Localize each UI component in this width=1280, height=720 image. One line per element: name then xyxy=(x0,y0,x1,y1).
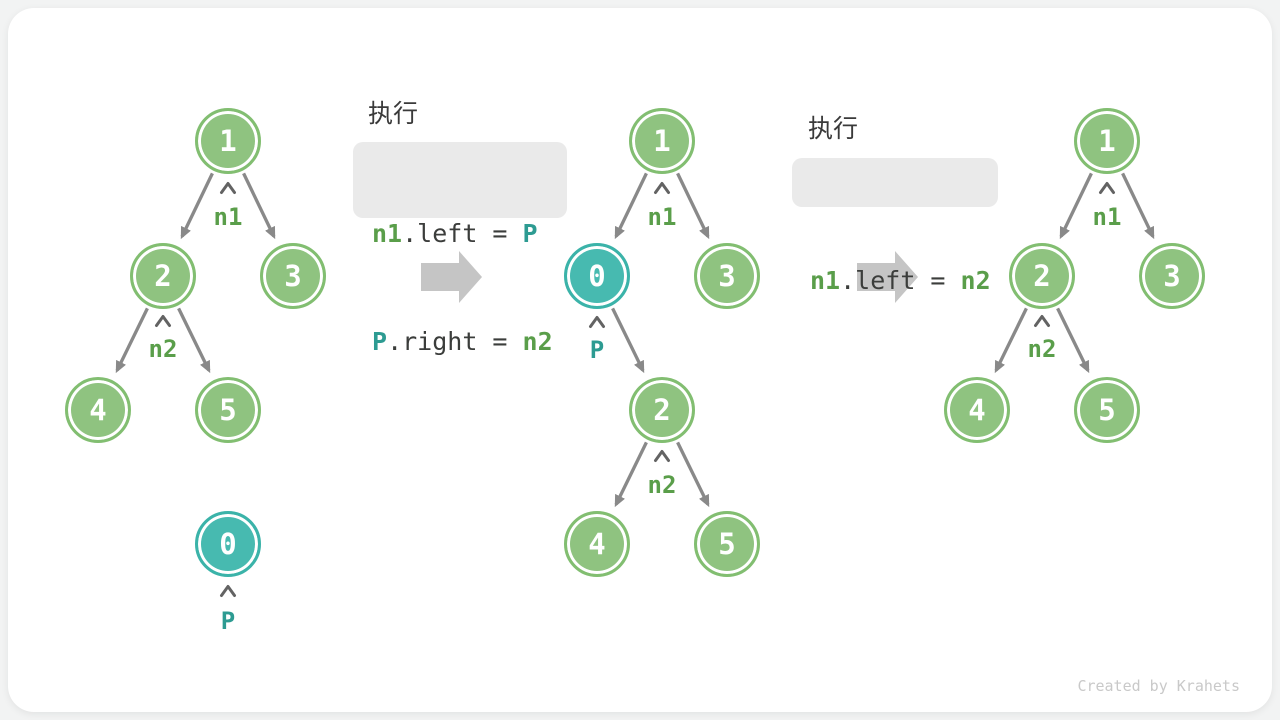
pointer-label-n1: n1 xyxy=(1092,203,1122,231)
right-tree-node-1: 1 xyxy=(1074,108,1140,174)
code-var-p: P xyxy=(372,327,388,356)
pointer-label-n2: n2 xyxy=(647,471,677,499)
pointer-label-n2: n2 xyxy=(148,335,178,363)
watermark: Created by Krahets xyxy=(1077,677,1240,695)
right-tree-node-5: 5 xyxy=(1074,377,1140,443)
left-tree-node-1: 1 xyxy=(195,108,261,174)
code-block-1: n1.left = P P.right = n2 xyxy=(353,142,567,356)
right-tree-node-4: 4 xyxy=(944,377,1010,443)
code-text: .left = xyxy=(402,219,523,248)
left-standalone-node-0: 0 xyxy=(195,511,261,577)
diagram-card xyxy=(8,8,1272,712)
code-text: .right = xyxy=(387,327,523,356)
exec-label-1: 执行 xyxy=(368,99,419,128)
code-text: .left = xyxy=(840,266,961,295)
code-line: P.right = n2 xyxy=(372,324,567,360)
middle-tree-node-5: 5 xyxy=(694,511,760,577)
code-var-n2: n2 xyxy=(522,327,553,356)
code-var-p: P xyxy=(522,219,538,248)
middle-tree-node-3: 3 xyxy=(694,243,760,309)
middle-tree-node-4: 4 xyxy=(564,511,630,577)
middle-tree-node-1: 1 xyxy=(629,108,695,174)
code-var-n1: n1 xyxy=(372,219,403,248)
code-line: n1.left = P xyxy=(372,216,567,252)
pointer-label-p: P xyxy=(589,336,605,364)
right-tree-node-3: 3 xyxy=(1139,243,1205,309)
exec-label-2: 执行 xyxy=(808,114,859,143)
pointer-label-p: P xyxy=(220,607,236,635)
left-tree-node-2: 2 xyxy=(130,243,196,309)
right-tree-node-2: 2 xyxy=(1009,243,1075,309)
left-tree-node-3: 3 xyxy=(260,243,326,309)
code-var-n1: n1 xyxy=(810,266,841,295)
pointer-label-n2: n2 xyxy=(1027,335,1057,363)
left-tree-node-5: 5 xyxy=(195,377,261,443)
left-tree-node-4: 4 xyxy=(65,377,131,443)
pointer-label-n1: n1 xyxy=(647,203,677,231)
middle-tree-node-2: 2 xyxy=(629,377,695,443)
code-block-2: n1.left = n2 xyxy=(792,158,998,295)
middle-tree-node-0: 0 xyxy=(564,243,630,309)
code-line: n1.left = n2 xyxy=(810,256,998,305)
pointer-label-n1: n1 xyxy=(213,203,243,231)
code-var-n2: n2 xyxy=(960,266,991,295)
